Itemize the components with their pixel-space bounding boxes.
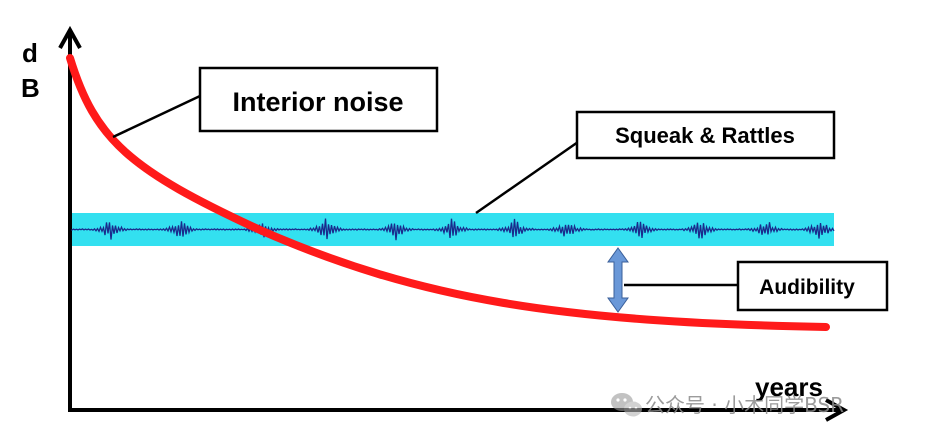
y-axis-label-b: B bbox=[21, 73, 40, 103]
wechat-icon bbox=[611, 393, 642, 417]
x-axis-arrowhead bbox=[825, 398, 849, 422]
squeak-rattle-label: Squeak & Rattles bbox=[615, 123, 795, 148]
y-axis-arrowhead bbox=[58, 25, 82, 49]
audibility-arrow bbox=[607, 247, 629, 313]
squeak-rattle-waveform bbox=[71, 218, 835, 241]
audibility-double-arrow bbox=[607, 247, 629, 313]
interior-noise-leader bbox=[112, 94, 201, 139]
interior-noise-callout: Interior noise bbox=[198, 66, 439, 133]
audibility-box bbox=[736, 260, 889, 312]
watermark: 公众号 · 小木同学BSR bbox=[611, 393, 844, 417]
y-axis-label-d: d bbox=[22, 38, 38, 68]
interior-noise-box bbox=[198, 66, 439, 133]
interior-noise-label: Interior noise bbox=[232, 87, 403, 117]
squeak-rattle-box bbox=[575, 110, 836, 160]
squeak-rattle-leader bbox=[475, 140, 579, 215]
interior-noise-curve bbox=[66, 54, 830, 331]
audibility-label: Audibility bbox=[759, 276, 855, 299]
waveform-trace bbox=[71, 218, 835, 241]
watermark-text: 公众号 · 小木同学BSR bbox=[645, 393, 844, 417]
axes bbox=[58, 25, 849, 422]
squeak-rattle-callout: Squeak & Rattles bbox=[575, 110, 836, 160]
x-axis-label: years bbox=[755, 372, 823, 402]
audibility-callout: Audibility bbox=[736, 260, 889, 312]
